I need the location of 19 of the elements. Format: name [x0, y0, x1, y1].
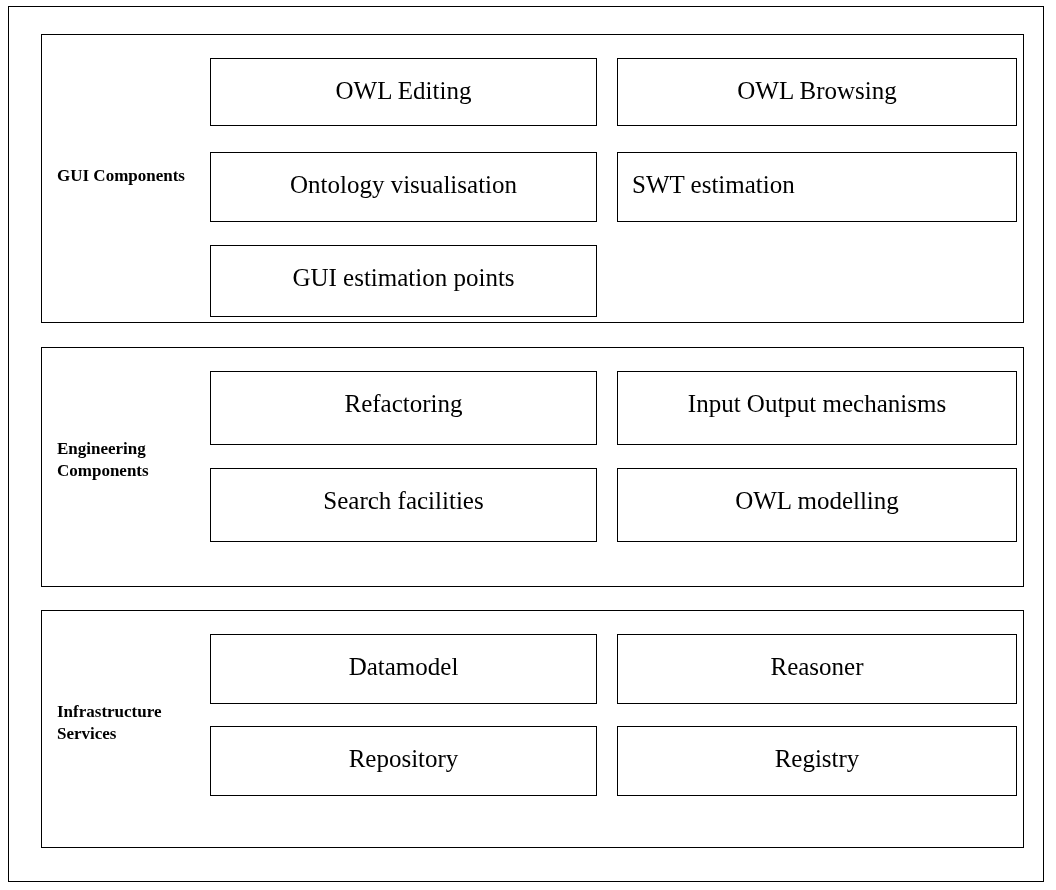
component-box: Datamodel	[210, 634, 597, 704]
layer-title: Engineering Components	[57, 438, 150, 482]
component-box: OWL Browsing	[617, 58, 1017, 126]
component-box: Registry	[617, 726, 1017, 796]
layer-panel	[41, 347, 1024, 587]
component-box: OWL Editing	[210, 58, 597, 126]
layer-title: Infrastructure Services	[57, 701, 163, 745]
component-box: Repository	[210, 726, 597, 796]
component-box: Input Output mechanisms	[617, 371, 1017, 445]
component-box: OWL modelling	[617, 468, 1017, 542]
component-box: Refactoring	[210, 371, 597, 445]
component-box: GUI estimation points	[210, 245, 597, 317]
layer-panel	[41, 34, 1024, 323]
component-box: Reasoner	[617, 634, 1017, 704]
component-box: SWT estimation	[617, 152, 1017, 222]
layer-title: GUI Components	[57, 165, 186, 187]
layer-panel	[41, 610, 1024, 848]
component-box: Search facilities	[210, 468, 597, 542]
component-box: Ontology visualisation	[210, 152, 597, 222]
